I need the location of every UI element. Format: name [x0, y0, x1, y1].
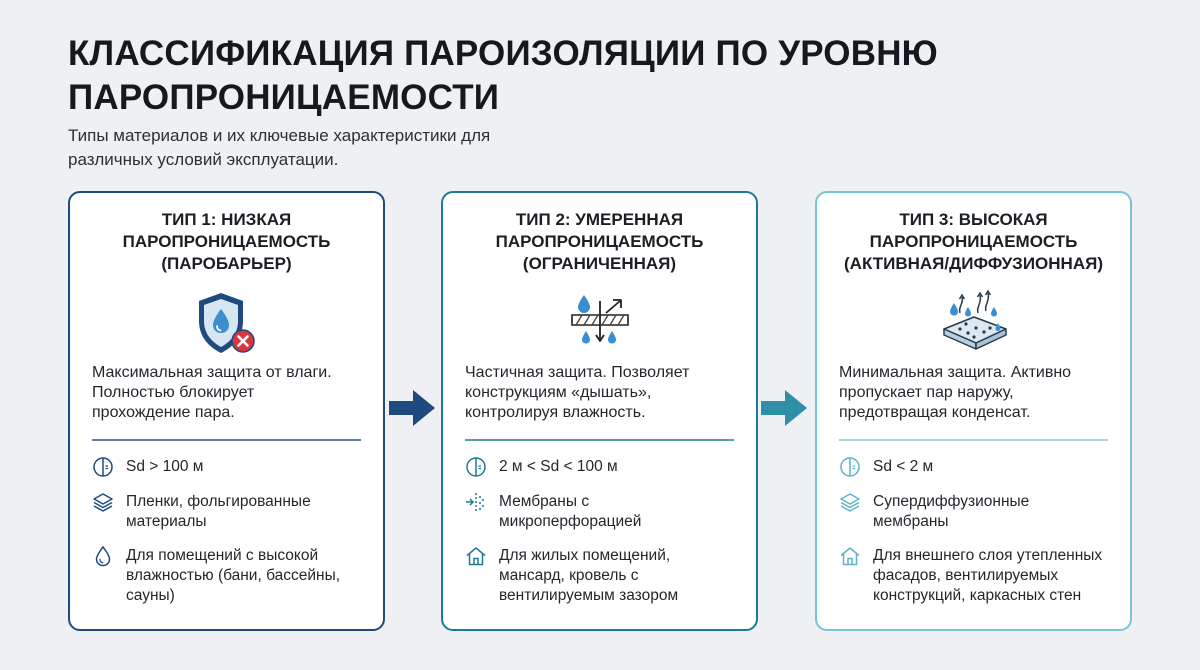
- feature-materials: Мембраны с микроперфорацией: [465, 492, 734, 532]
- type-3-card: ТИП 3: ВЫСОКАЯ ПАРОПРОНИЦАЕМОСТЬ (АКТИВН…: [815, 191, 1132, 631]
- sd-gauge-icon: [840, 456, 860, 477]
- page-title: КЛАССИФИКАЦИЯ ПАРОИЗОЛЯЦИИ ПО УРОВНЮ ПАР…: [68, 34, 938, 117]
- shield-water-drop-blocked-icon: [92, 283, 361, 363]
- diffusion-membrane-icon: [839, 283, 1108, 363]
- feature-text: Для помещений с высокой влажностью (бани…: [126, 546, 341, 604]
- layers-icon: [840, 492, 860, 512]
- card-title: ТИП 2: УМЕРЕННАЯ ПАРОПРОНИЦАЕМОСТЬ (ОГРА…: [495, 210, 704, 273]
- sd-gauge-icon: [93, 456, 113, 477]
- card-title: ТИП 1: НИЗКАЯ ПАРОПРОНИЦАЕМОСТЬ (ПАРОБАР…: [122, 210, 331, 273]
- type-1-card: ТИП 1: НИЗКАЯ ПАРОПРОНИЦАЕМОСТЬ (ПАРОБАР…: [68, 191, 385, 631]
- arrow-right-icon: [761, 390, 807, 426]
- feature-text: Супердиффузионные мембраны: [873, 492, 1030, 530]
- feature-text: Для жилых помещений, мансард, кровель с …: [499, 546, 679, 604]
- feature-materials: Супердиффузионные мембраны: [839, 492, 1108, 532]
- feature-text: Sd < 2 м: [873, 457, 934, 475]
- feature-usage: Для внешнего слоя утепленных фасадов, ве…: [839, 546, 1108, 606]
- type-2-card: ТИП 2: УМЕРЕННАЯ ПАРОПРОНИЦАЕМОСТЬ (ОГРА…: [441, 191, 758, 631]
- card-description: Минимальная защита. Активно пропускает п…: [839, 364, 1072, 421]
- microperforation-icon: [466, 492, 484, 511]
- feature-materials: Пленки, фольгированные материалы: [92, 492, 361, 532]
- feature-usage: Для жилых помещений, мансард, кровель с …: [465, 546, 734, 606]
- divider: [465, 439, 734, 441]
- sd-gauge-icon: [466, 456, 486, 477]
- feature-text: Для внешнего слоя утепленных фасадов, ве…: [873, 546, 1103, 604]
- page-subtitle: Типы материалов и их ключевые характерис…: [68, 126, 491, 169]
- arrow-right-icon: [389, 390, 435, 426]
- feature-text: Sd > 100 м: [126, 457, 204, 475]
- feature-text: 2 м < Sd < 100 м: [499, 457, 618, 475]
- layers-icon: [93, 492, 113, 512]
- card-title: ТИП 3: ВЫСОКАЯ ПАРОПРОНИЦАЕМОСТЬ (АКТИВН…: [844, 210, 1103, 273]
- feature-sd: Sd < 2 м: [839, 456, 1108, 478]
- divider: [92, 439, 361, 441]
- water-drop-icon: [95, 545, 111, 566]
- feature-sd: 2 м < Sd < 100 м: [465, 456, 734, 478]
- house-icon: [466, 546, 486, 565]
- feature-text: Пленки, фольгированные материалы: [126, 492, 311, 530]
- partial-vapor-barrier-icon: [465, 283, 734, 363]
- feature-usage: Для помещений с высокой влажностью (бани…: [92, 545, 361, 606]
- house-icon: [840, 546, 860, 565]
- card-description: Максимальная защита от влаги. Полностью …: [92, 364, 332, 421]
- feature-text: Мембраны с микроперфорацией: [499, 492, 642, 530]
- divider: [839, 439, 1108, 441]
- feature-sd: Sd > 100 м: [92, 456, 361, 478]
- card-description: Частичная защита. Позволяет конструкциям…: [465, 364, 690, 421]
